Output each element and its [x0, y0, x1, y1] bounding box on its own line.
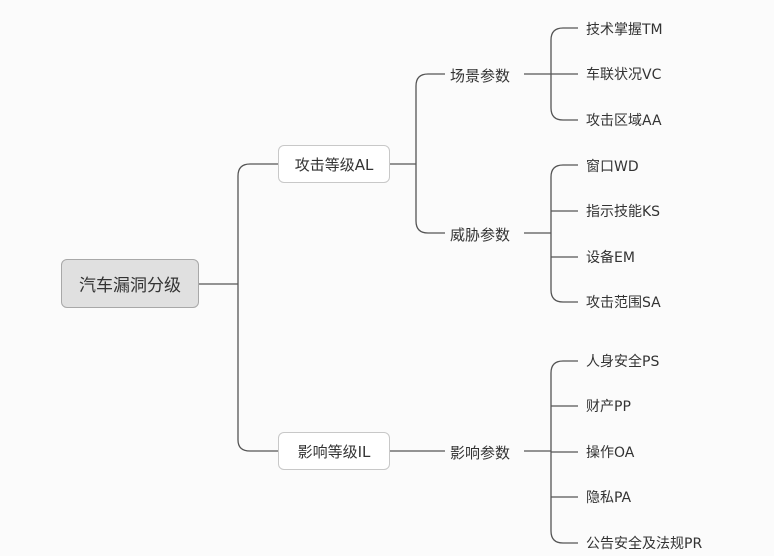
leaf-aa[interactable]: 攻击区域AA	[586, 113, 662, 129]
leaf-pr[interactable]: 公告安全及法规PR	[586, 536, 703, 552]
node-scene-params[interactable]: 场景参数	[450, 66, 511, 85]
node-threat-params[interactable]: 威胁参数	[450, 225, 511, 244]
leaf-oa[interactable]: 操作OA	[586, 445, 635, 461]
leaf-wd[interactable]: 窗口WD	[586, 159, 639, 175]
leaf-ks[interactable]: 指示技能KS	[586, 204, 661, 220]
leaf-vc[interactable]: 车联状况VC	[586, 67, 662, 83]
connector-root	[199, 163, 278, 452]
leaf-pp[interactable]: 财产PP	[586, 399, 631, 415]
leaf-ps[interactable]: 人身安全PS	[586, 354, 660, 370]
leaf-sa[interactable]: 攻击范围SA	[586, 295, 661, 311]
connector-impact	[524, 360, 578, 544]
node-impact-level[interactable]: 影响等级IL	[278, 432, 390, 470]
connector-scene	[524, 27, 578, 121]
connector-al	[389, 73, 445, 234]
leaf-em[interactable]: 设备EM	[586, 250, 635, 266]
root-node[interactable]: 汽车漏洞分级	[61, 259, 199, 308]
leaf-pa[interactable]: 隐私PA	[586, 490, 632, 506]
node-attack-level[interactable]: 攻击等级AL	[278, 145, 390, 183]
node-impact-params[interactable]: 影响参数	[450, 443, 511, 462]
leaf-tm[interactable]: 技术掌握TM	[586, 22, 663, 38]
connector-threat	[524, 164, 578, 303]
